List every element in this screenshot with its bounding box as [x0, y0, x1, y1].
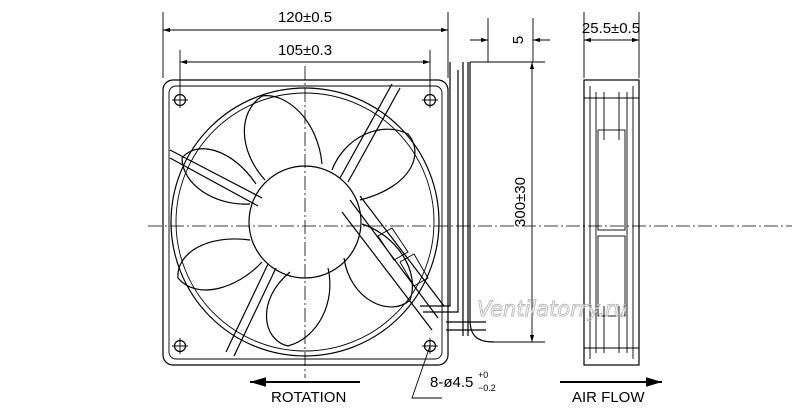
hole-spec: 8-ø4.5 +0 −0.2	[430, 370, 496, 393]
dim-lead-length: 300±30	[512, 177, 529, 227]
front-view	[148, 66, 792, 378]
side-view	[583, 79, 640, 366]
svg-text:+0: +0	[478, 370, 488, 380]
dimension-lines	[162, 12, 640, 399]
strut-upper-right	[339, 83, 401, 183]
svg-text:8-ø4.5: 8-ø4.5	[430, 374, 473, 391]
lead-wires	[420, 62, 495, 343]
strut-upper-left	[169, 149, 263, 207]
strut-lower-left	[225, 263, 277, 357]
dim-depth: 25.5±0.5	[582, 20, 640, 37]
svg-text:−0.2: −0.2	[478, 383, 496, 393]
air-flow-label: AIR FLOW	[572, 389, 645, 406]
fan-frame-outer	[162, 79, 449, 366]
watermark-text: Ventilatorry.ru	[477, 297, 627, 321]
dim-hole-pitch: 105±0.3	[278, 42, 332, 59]
fan-frame-inner	[168, 85, 443, 360]
strut-lower-right-cable	[341, 195, 445, 331]
side-outline	[583, 79, 640, 366]
cable-channel	[377, 227, 429, 287]
dim-outer-width: 120±0.5	[278, 9, 332, 26]
fan-blades	[177, 95, 416, 347]
dim-lead-offset: 5	[510, 36, 527, 44]
rotation-label: ROTATION	[271, 389, 346, 406]
